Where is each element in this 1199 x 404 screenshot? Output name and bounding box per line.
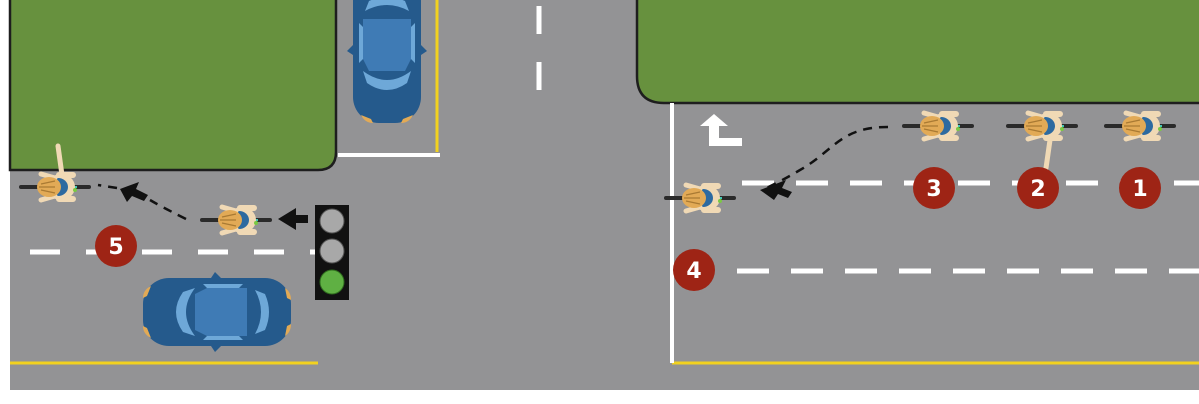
step-badge-3: 3 xyxy=(913,167,955,209)
car-icon xyxy=(347,0,427,123)
signal-light-yellow xyxy=(320,239,344,263)
page-left-margin xyxy=(0,0,10,404)
step-badge-4: 4 xyxy=(673,249,715,291)
step-badge-1: 1 xyxy=(1119,167,1161,209)
signal-light-green xyxy=(320,270,344,294)
page-bottom-margin xyxy=(0,390,1199,404)
step-badge-2: 2 xyxy=(1017,167,1059,209)
signal-light-red xyxy=(320,209,344,233)
step-badge-label: 1 xyxy=(1132,177,1147,202)
car-icon xyxy=(143,272,291,352)
step-badge-5: 5 xyxy=(95,225,137,267)
step-badge-label: 4 xyxy=(686,259,701,284)
step-badge-label: 5 xyxy=(108,235,123,260)
grass-block-top-right xyxy=(637,0,1199,103)
step-badge-label: 3 xyxy=(926,177,941,202)
step-badge-label: 2 xyxy=(1030,177,1045,202)
traffic-light-green-icon xyxy=(315,205,349,300)
